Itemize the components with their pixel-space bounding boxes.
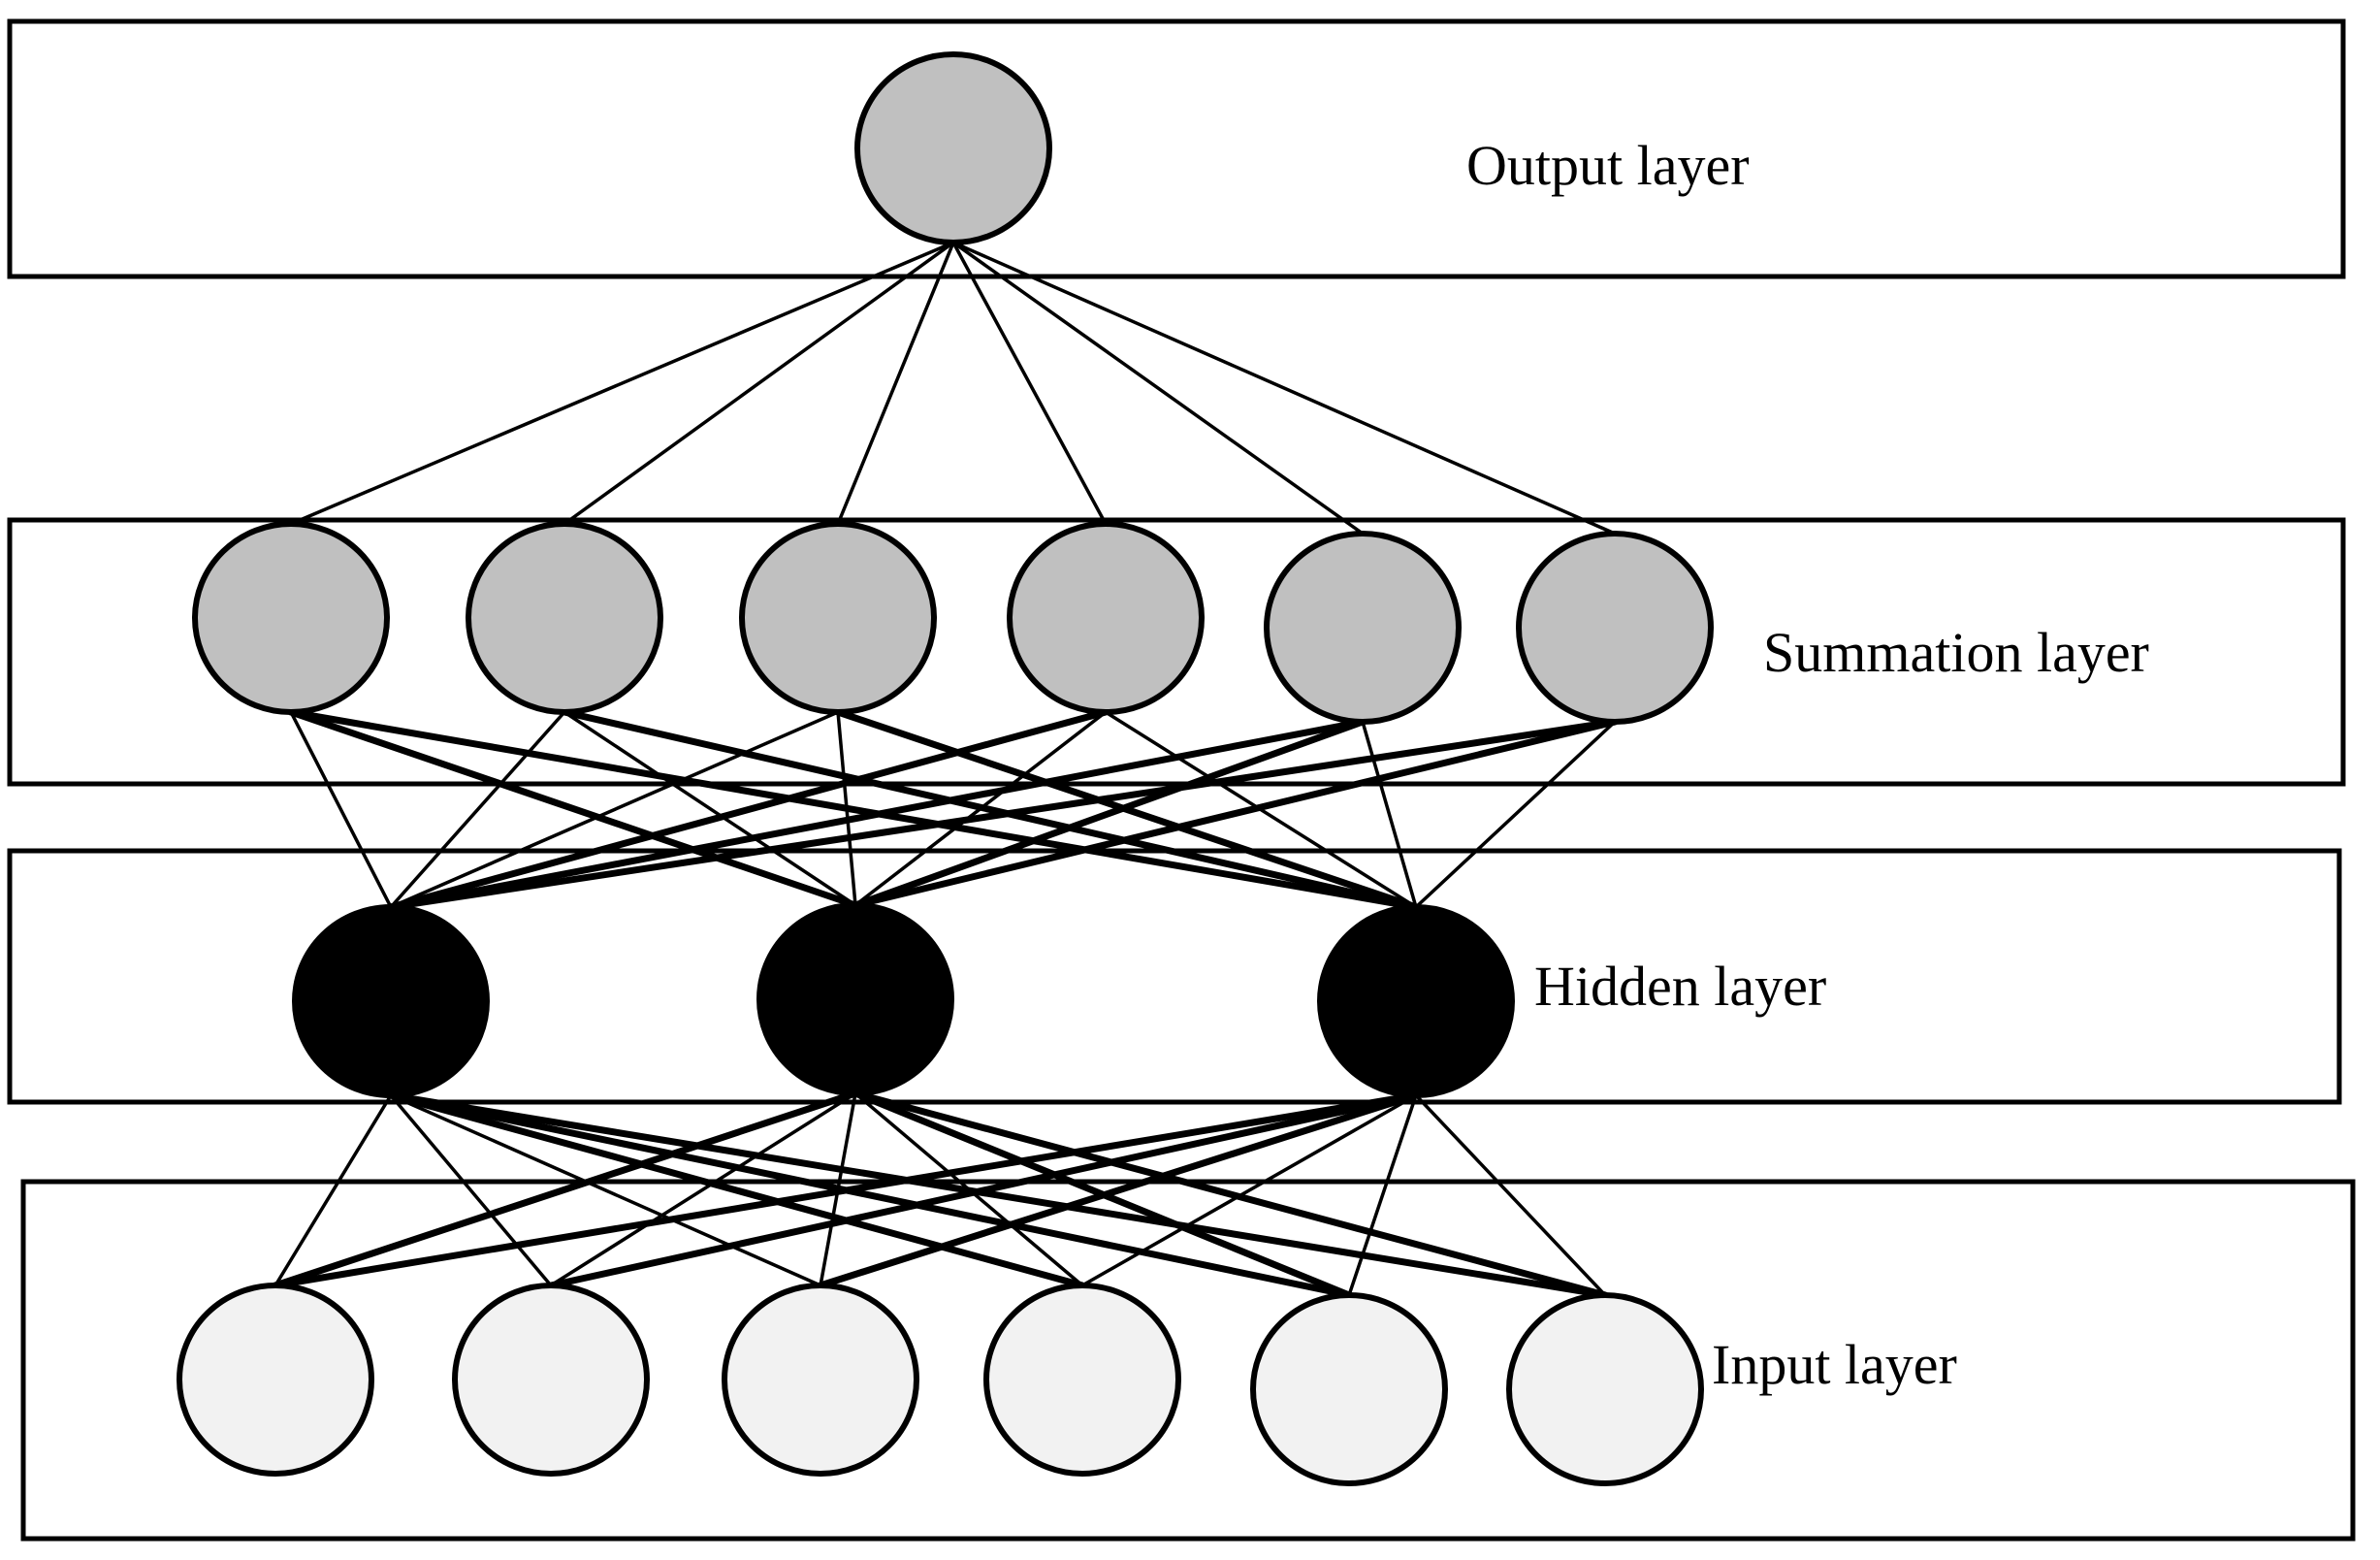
edge-summation2-hidden3 bbox=[561, 708, 1420, 911]
edge-summation5-hidden3 bbox=[1361, 720, 1418, 909]
layer-label-summation: Summation layer bbox=[1763, 621, 2149, 684]
edge-summation3-hidden1 bbox=[389, 710, 840, 909]
edge-hidden1-input5 bbox=[387, 1091, 1353, 1299]
edge-hidden3-input6 bbox=[1414, 1093, 1607, 1297]
edge-hidden3-input3 bbox=[817, 1091, 1420, 1289]
node-output-1 bbox=[854, 51, 1052, 245]
node-input-4 bbox=[983, 1283, 1181, 1477]
node-input-2 bbox=[452, 1283, 650, 1477]
edge-summation2-hidden1 bbox=[389, 710, 566, 909]
node-summation-5 bbox=[1264, 531, 1462, 725]
edge-hidden3-input4 bbox=[1080, 1093, 1418, 1287]
edge-hidden1-input3 bbox=[389, 1093, 822, 1287]
node-summation-2 bbox=[466, 521, 663, 715]
edge-summation6-hidden2 bbox=[852, 718, 1619, 909]
node-input-3 bbox=[722, 1283, 919, 1477]
edge-summation6-hidden1 bbox=[387, 718, 1619, 911]
edge-summation3-hidden2 bbox=[836, 710, 857, 907]
node-hidden-3 bbox=[1317, 904, 1515, 1098]
layer-label-input: Input layer bbox=[1712, 1333, 1957, 1396]
edge-hidden2-input1 bbox=[272, 1089, 859, 1289]
edge-summation4-hidden2 bbox=[853, 710, 1108, 907]
edge-hidden2-input4 bbox=[853, 1091, 1084, 1287]
edge-hidden1-input4 bbox=[387, 1091, 1086, 1289]
layer-box-input bbox=[20, 1179, 2356, 1542]
edge-hidden1-input2 bbox=[389, 1093, 553, 1287]
edge-output1-summation2 bbox=[563, 241, 955, 526]
layer-label-output: Output layer bbox=[1466, 134, 1750, 197]
edge-hidden1-input1 bbox=[273, 1093, 393, 1287]
node-input-5 bbox=[1250, 1292, 1448, 1486]
node-summation-6 bbox=[1516, 531, 1714, 725]
edge-summation1-hidden2 bbox=[287, 708, 859, 909]
edge-hidden2-input2 bbox=[549, 1091, 857, 1287]
node-hidden-1 bbox=[292, 904, 490, 1098]
edge-output1-summation6 bbox=[951, 241, 1617, 536]
edge-hidden2-input6 bbox=[852, 1089, 1609, 1299]
layer-box-output bbox=[7, 18, 2346, 279]
edge-output1-summation4 bbox=[951, 241, 1108, 526]
edge-summation4-hidden1 bbox=[387, 708, 1110, 911]
layer-label-hidden: Hidden layer bbox=[1534, 955, 1826, 1018]
node-summation-4 bbox=[1007, 521, 1205, 715]
edge-hidden3-input5 bbox=[1347, 1093, 1418, 1297]
edge-summation2-hidden2 bbox=[563, 710, 857, 907]
edge-summation1-hidden1 bbox=[289, 710, 393, 909]
edge-output1-summation3 bbox=[836, 241, 955, 526]
edge-hidden3-input2 bbox=[547, 1091, 1420, 1289]
edge-hidden3-input1 bbox=[272, 1091, 1420, 1289]
edge-summation1-hidden3 bbox=[287, 708, 1420, 911]
edge-hidden1-input6 bbox=[387, 1091, 1609, 1299]
edge-summation5-hidden2 bbox=[852, 718, 1367, 909]
node-input-6 bbox=[1506, 1292, 1704, 1486]
edge-summation6-hidden3 bbox=[1414, 720, 1617, 909]
edge-output1-summation5 bbox=[951, 241, 1365, 536]
node-summation-1 bbox=[192, 521, 390, 715]
node-hidden-2 bbox=[756, 902, 954, 1096]
node-input-1 bbox=[177, 1283, 374, 1477]
edge-output1-summation1 bbox=[289, 241, 955, 526]
node-summation-3 bbox=[739, 521, 937, 715]
edge-summation5-hidden1 bbox=[387, 718, 1367, 911]
